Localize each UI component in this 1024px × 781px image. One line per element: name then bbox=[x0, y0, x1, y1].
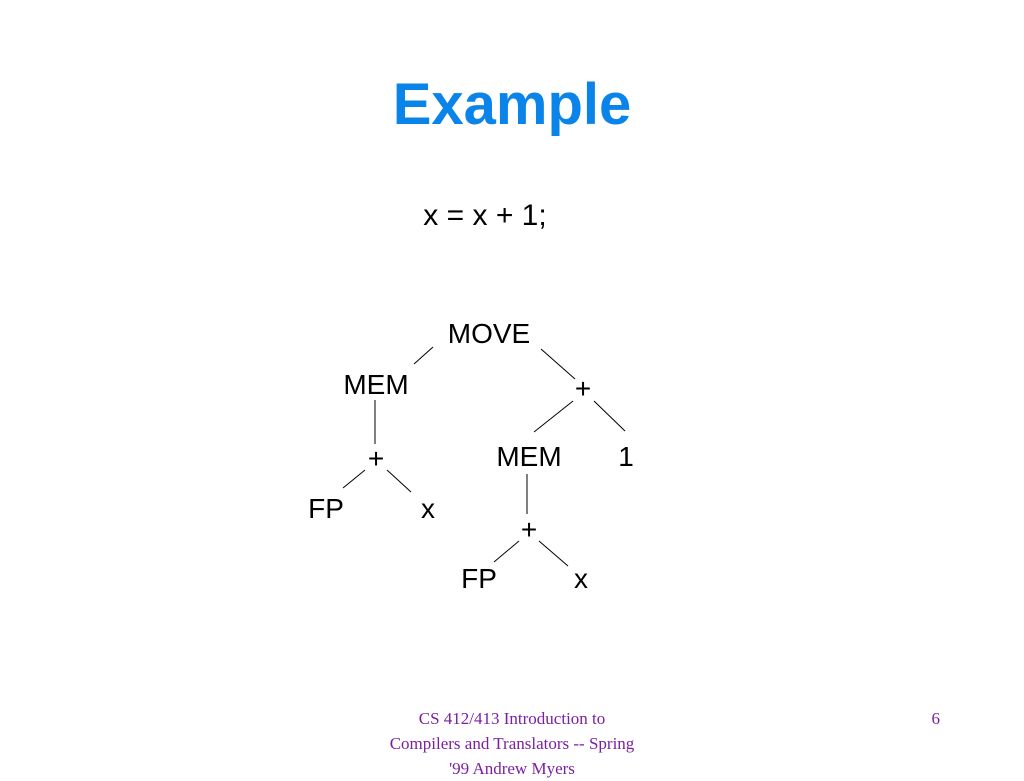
edge-iplus-fp bbox=[493, 540, 520, 563]
edge-plus-x bbox=[386, 469, 412, 493]
edge-move-mem bbox=[413, 346, 434, 365]
footer-line: '99 Andrew Myers bbox=[449, 759, 575, 778]
tree-node-x-left: x bbox=[421, 493, 435, 524]
edge-rplus-one bbox=[593, 400, 626, 432]
tree-node-plus-inner: + bbox=[521, 514, 537, 545]
tree-node-x-inner: x bbox=[574, 563, 588, 594]
tree-node-plus-right: + bbox=[575, 373, 591, 404]
edge-iplus-x bbox=[538, 540, 569, 567]
tree-node-fp-inner: FP bbox=[461, 563, 497, 594]
tree-node-fp-left: FP bbox=[308, 493, 344, 524]
slide-footer: CS 412/413 Introduction to Compilers and… bbox=[352, 706, 672, 781]
edge-rplus-mem bbox=[533, 400, 574, 433]
tree-node-mem-right: MEM bbox=[496, 441, 561, 472]
tree-node-mem-left: MEM bbox=[343, 369, 408, 400]
footer-line: Compilers and Translators -- Spring bbox=[389, 734, 635, 753]
slide-title: Example bbox=[392, 72, 632, 137]
footer-line: CS 412/413 Introduction to bbox=[418, 709, 606, 728]
edge-plus-fp bbox=[342, 469, 366, 489]
tree-node-move: MOVE bbox=[448, 318, 530, 349]
code-statement: x = x + 1; bbox=[423, 199, 547, 232]
tree-node-one: 1 bbox=[618, 441, 634, 472]
tree-node-plus-left: + bbox=[368, 443, 384, 474]
page-number: 6 bbox=[931, 709, 941, 728]
edge-move-plus bbox=[540, 348, 576, 380]
